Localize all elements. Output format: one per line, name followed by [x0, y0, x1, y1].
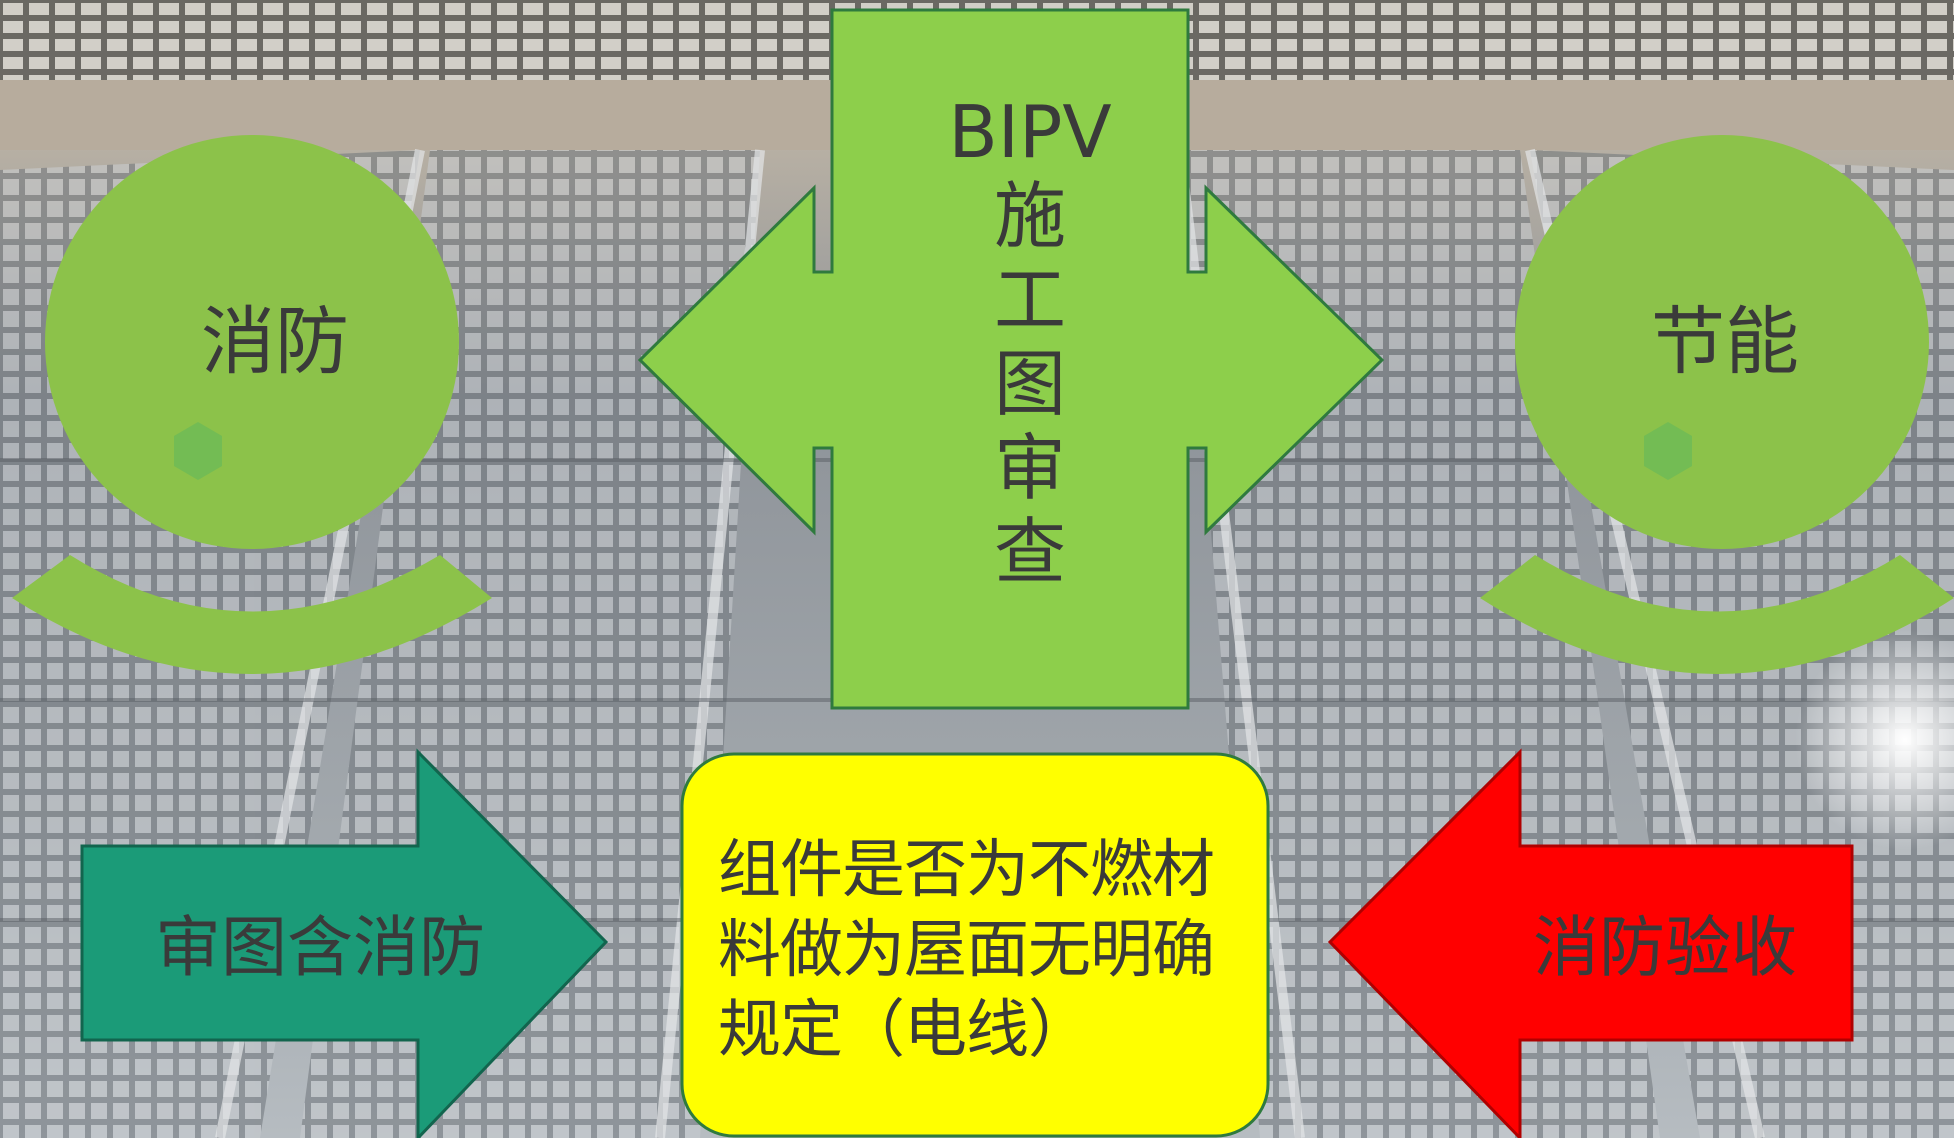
left-circle: [45, 135, 459, 549]
center-double-arrow: [637, 8, 1385, 710]
right-circle: [1515, 135, 1929, 549]
center-title-line: 查: [993, 510, 1066, 594]
center-title-line: 审: [993, 426, 1066, 510]
right-hexagon-icon: [1644, 422, 1692, 480]
center-title-line: BIPV: [948, 90, 1112, 174]
center-yellow-box: [680, 752, 1270, 1138]
center-title: BIPV 施 工 图 审 查: [940, 90, 1120, 594]
left-circle-label: 消防: [201, 299, 349, 385]
right-red-arrow: [1327, 748, 1854, 1138]
center-title-line: 施: [993, 174, 1066, 258]
left-hexagon-icon: [174, 422, 222, 480]
left-teal-arrow: [80, 748, 609, 1138]
center-box-line: 组件是否为不燃材: [718, 833, 1215, 906]
center-title-line: 图: [993, 342, 1066, 426]
right-arrow-label: 消防验收: [1533, 909, 1797, 986]
left-crescent: [12, 555, 492, 674]
right-circle-label: 节能: [1651, 299, 1799, 385]
left-arrow-label: 审图含消防: [155, 909, 485, 986]
center-box-text: 组件是否为不燃材 料做为屋面无明确 规定（电线）: [718, 830, 1258, 1070]
center-box-line: 规定（电线）: [718, 993, 1091, 1066]
center-box-line: 料做为屋面无明确: [718, 913, 1215, 986]
center-title-line: 工: [993, 258, 1066, 342]
right-crescent: [1480, 555, 1954, 674]
